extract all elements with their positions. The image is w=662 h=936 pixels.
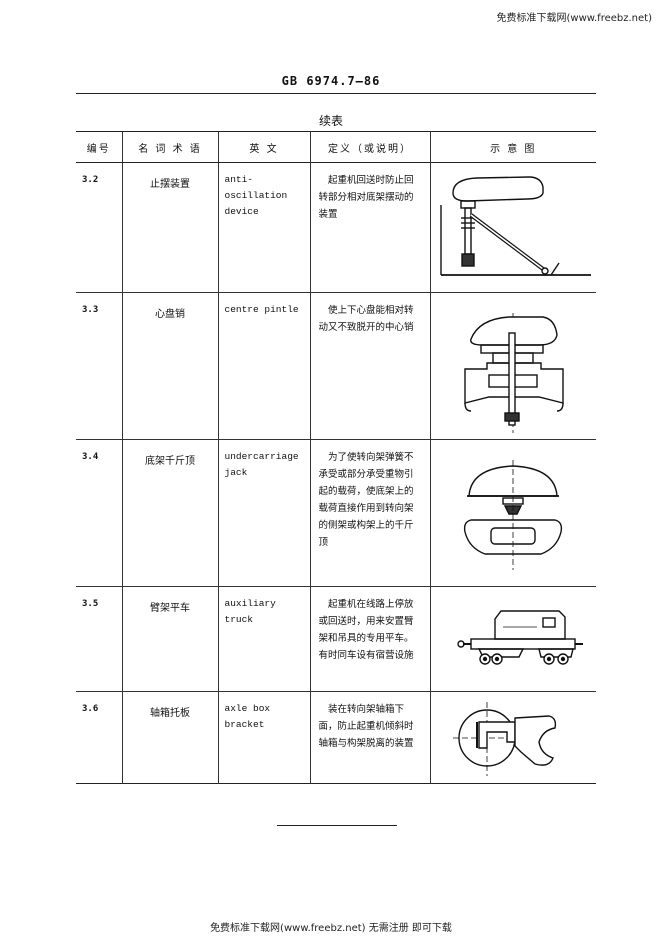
table-row: 3.5 臂架平车 auxiliary truck 起重机在线路上停放或回送时，用… bbox=[76, 586, 596, 692]
terms-table: 编号 名 词 术 语 英 文 定义（或说明） 示 意 图 3.2 止摆装置 an… bbox=[76, 131, 596, 784]
row-term: 轴箱托板 bbox=[121, 691, 218, 784]
standard-code: GB 6974.7—86 bbox=[281, 74, 381, 88]
row-english: axle box bracket bbox=[217, 691, 310, 784]
anti-oscillation-device-figure bbox=[429, 162, 596, 293]
undercarriage-jack-figure bbox=[429, 439, 596, 587]
bottom-watermark: 免费标准下载网(www.freebz.net) 无需注册 即可下载 bbox=[210, 923, 452, 934]
top-watermark: 免费标准下载网(www.freebz.net) bbox=[496, 13, 652, 24]
header-definition: 定义（或说明） bbox=[309, 131, 430, 163]
row-english: centre pintle bbox=[217, 292, 310, 440]
row-definition: 使上下心盘能相对转动又不致脱开的中心销 bbox=[309, 292, 430, 440]
footer-rule bbox=[277, 825, 397, 826]
row-number: 3.6 bbox=[82, 704, 99, 714]
continued-label: 续表 bbox=[318, 114, 343, 128]
row-term: 止摆装置 bbox=[121, 162, 218, 293]
row-definition: 为了使转向架弹簧不承受或部分承受重物引起的载荷，使底架上的载荷直接作用到转向架的… bbox=[309, 439, 430, 587]
auxiliary-truck-figure bbox=[429, 586, 596, 692]
header-english: 英 文 bbox=[217, 131, 310, 163]
row-definition: 装在转向架轴箱下面，防止起重机倾斜时轴箱与构架脱离的装置 bbox=[309, 691, 430, 784]
row-definition: 起重机在线路上停放或回送时，用来安置臂架和吊具的专用平车。有时同车设有宿营设施 bbox=[309, 586, 430, 692]
table-row: 3.4 底架千斤顶 undercarriage jack 为了使转向架弹簧不承受… bbox=[76, 439, 596, 587]
table-row: 3.6 轴箱托板 axle box bracket 装在转向架轴箱下面，防止起重… bbox=[76, 691, 596, 784]
centre-pintle-figure bbox=[429, 292, 596, 440]
table-header-row: 编号 名 词 术 语 英 文 定义（或说明） 示 意 图 bbox=[76, 131, 596, 163]
table-row: 3.3 心盘销 centre pintle 使上下心盘能相对转动又不致脱开的中心… bbox=[76, 292, 596, 440]
row-definition: 起重机回送时防止回转部分相对底架摆动的装置 bbox=[309, 162, 430, 293]
header-number: 编号 bbox=[86, 143, 111, 155]
row-number: 3.2 bbox=[82, 175, 99, 185]
axle-box-bracket-figure bbox=[429, 691, 596, 784]
row-number: 3.5 bbox=[82, 599, 99, 609]
row-term: 底架千斤顶 bbox=[121, 439, 218, 587]
header-term: 名 词 术 语 bbox=[121, 131, 218, 163]
row-term: 心盘销 bbox=[121, 292, 218, 440]
header-figure: 示 意 图 bbox=[429, 131, 596, 163]
header-rule bbox=[76, 93, 596, 94]
row-english: auxiliary truck bbox=[217, 586, 310, 692]
row-number: 3.3 bbox=[82, 305, 99, 315]
row-english: anti-oscillation device bbox=[217, 162, 310, 293]
row-term: 臂架平车 bbox=[121, 586, 218, 692]
row-english: undercarriage jack bbox=[217, 439, 310, 587]
table-row: 3.2 止摆装置 anti-oscillation device 起重机回送时防… bbox=[76, 162, 596, 293]
row-number: 3.4 bbox=[82, 452, 99, 462]
